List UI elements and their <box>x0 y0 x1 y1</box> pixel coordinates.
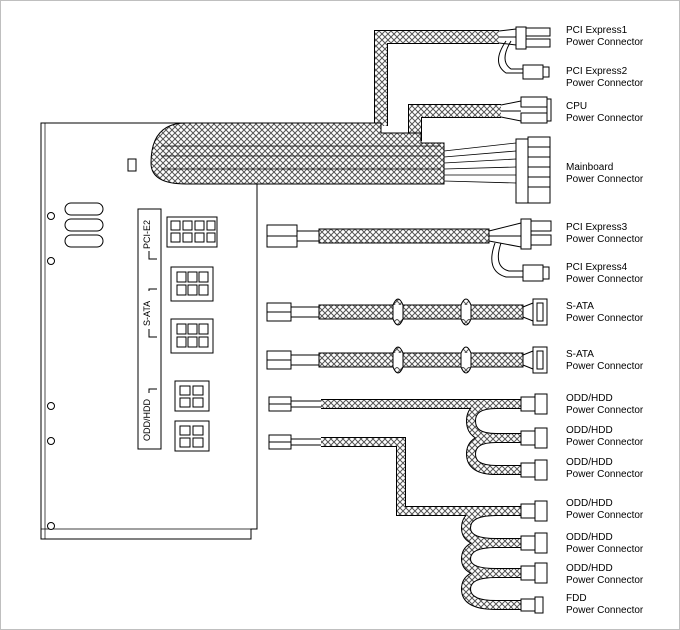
odd-hdd-connector-5 <box>520 532 548 554</box>
port-label-sata: S-ATA <box>142 301 152 326</box>
mainboard-connector <box>443 136 551 204</box>
svg-text:ODD/HDD: ODD/HDD <box>142 399 152 441</box>
sata-cable-1 <box>266 298 548 326</box>
pcie3-4-cable <box>266 222 522 248</box>
modular-socket-odd-2 <box>174 420 210 452</box>
odd-hdd-connector-2 <box>520 427 548 449</box>
pcie3-connector <box>520 218 552 250</box>
psu-body: PCI-E2 S-ATA ODD/HDD <box>40 122 258 540</box>
odd-hdd-connector-1 <box>520 393 548 415</box>
fdd-connector <box>520 596 544 614</box>
pcie4-connector <box>491 242 550 282</box>
pcie1-connector <box>498 26 551 50</box>
odd-hdd-connector-4 <box>520 500 548 522</box>
odd-hdd-cable-2 <box>268 434 521 610</box>
sata-cable-2 <box>266 346 548 374</box>
modular-socket-sata-1 <box>170 266 214 302</box>
odd-hdd-cable-1 <box>268 396 521 475</box>
pcie2-connector <box>498 40 550 80</box>
port-label-odd-hdd: ODD/HDD <box>142 399 152 441</box>
odd-hdd-connector-6 <box>520 562 548 584</box>
port-label-pcie2: PCI-E2 <box>142 220 152 249</box>
fixed-cable-bundle <box>150 30 501 185</box>
modular-socket-pcie <box>166 216 218 248</box>
svg-text:S-ATA: S-ATA <box>142 301 152 326</box>
svg-text:PCI-E2: PCI-E2 <box>142 220 152 249</box>
modular-socket-sata-2 <box>170 318 214 354</box>
modular-socket-odd-1 <box>174 380 210 412</box>
cpu-connector <box>500 96 552 124</box>
odd-hdd-connector-3 <box>520 459 548 481</box>
